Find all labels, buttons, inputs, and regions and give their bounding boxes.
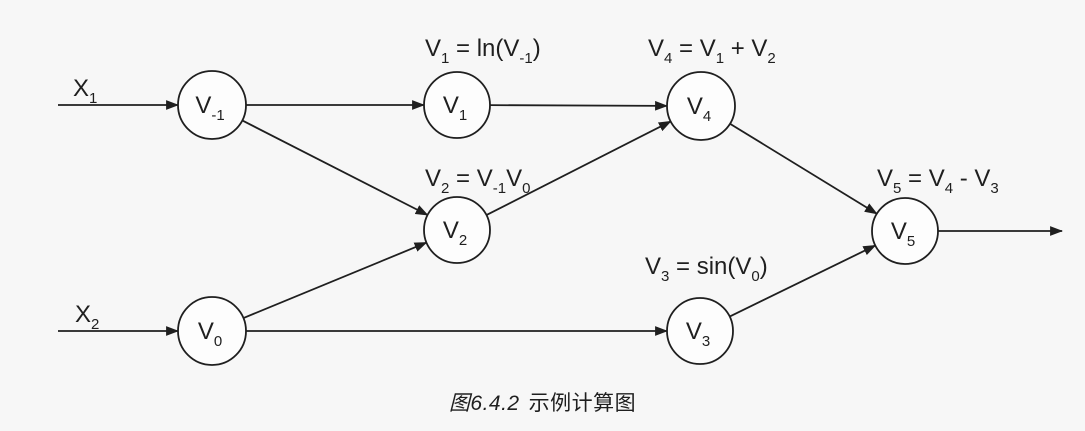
node-circle-v-1 bbox=[177, 70, 247, 140]
figure-title: 示例计算图 bbox=[528, 392, 637, 415]
node-circle-v4 bbox=[666, 71, 736, 141]
formula-v3: V3 = sin(V0) bbox=[645, 253, 768, 285]
formula-v5: V5 = V4 - V3 bbox=[877, 165, 999, 197]
node-v2: V2 bbox=[423, 196, 491, 264]
node-circle-v0 bbox=[177, 296, 247, 366]
edge-v2-v4 bbox=[486, 120, 672, 216]
node-label-v2: V2 bbox=[443, 217, 467, 249]
node-v3: V3 bbox=[666, 297, 734, 365]
node-label-v-1: V-1 bbox=[195, 92, 224, 124]
node-v4: V4 bbox=[666, 71, 736, 141]
formula-v2: V2 = V-1V0 bbox=[425, 165, 530, 197]
node-label-v4: V4 bbox=[687, 93, 711, 125]
node-v-1: V-1 bbox=[177, 70, 247, 140]
input-label-x1: X1 bbox=[73, 75, 97, 107]
formula-v1: V1 = ln(V-1) bbox=[425, 35, 541, 67]
edge-v0-v2 bbox=[243, 241, 428, 319]
edge-v1-v4 bbox=[489, 100, 669, 111]
input-label-x2: X2 bbox=[75, 301, 99, 333]
node-circle-v2 bbox=[423, 196, 491, 264]
node-v5: V5 bbox=[871, 197, 939, 265]
node-v0: V0 bbox=[177, 296, 247, 366]
edge-v-1-v2 bbox=[241, 119, 429, 216]
node-label-v0: V0 bbox=[198, 318, 222, 350]
node-label-v5: V5 bbox=[891, 218, 915, 250]
node-label-v3: V3 bbox=[686, 318, 710, 350]
node-circle-v1 bbox=[423, 71, 491, 139]
node-label-v1: V1 bbox=[443, 92, 467, 124]
formula-v4: V4 = V1 + V2 bbox=[648, 35, 776, 67]
node-v1: V1 bbox=[423, 71, 491, 139]
node-circle-v5 bbox=[871, 197, 939, 265]
node-circle-v3 bbox=[666, 297, 734, 365]
figure-number: 图6.4.2 bbox=[448, 392, 520, 415]
edge-v4-v5 bbox=[729, 122, 878, 215]
edge-v3-v5 bbox=[729, 244, 877, 318]
figure-caption: 图6.4.2 示例计算图 bbox=[0, 387, 1085, 417]
